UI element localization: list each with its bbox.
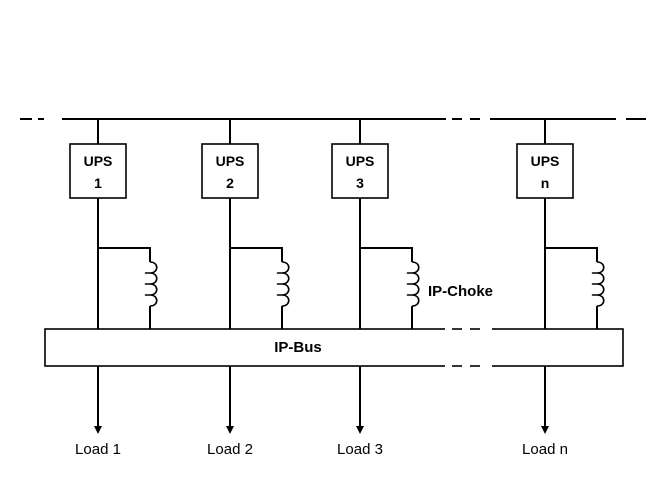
ip-bus: [44, 327, 624, 368]
choke-branch: [360, 247, 413, 262]
ups-box: [516, 143, 574, 199]
ups-number: 3: [356, 175, 364, 191]
choke-branch: [98, 247, 151, 262]
ups-number: n: [541, 175, 550, 191]
load-label: Load 2: [207, 441, 253, 458]
choke-branch: [545, 247, 598, 262]
ups-box: [201, 143, 259, 199]
choke-branch: [230, 247, 283, 262]
ups-number: 2: [226, 175, 234, 191]
load-label: Load 1: [75, 441, 121, 458]
ups-label: UPS: [346, 153, 375, 169]
ups-label: UPS: [84, 153, 113, 169]
ip-choke-label: IP-Choke: [428, 283, 493, 300]
choke-coil-icon: [144, 261, 158, 307]
choke-coil-icon: [276, 261, 290, 307]
ups-label: UPS: [531, 153, 560, 169]
choke-coil-icon: [591, 261, 605, 307]
load-label: Load 3: [337, 441, 383, 458]
ip-bus-label: IP-Bus: [274, 339, 322, 356]
ups-number: 1: [94, 175, 102, 191]
choke-coil-icon: [406, 261, 420, 307]
load-label: Load n: [522, 441, 568, 458]
ups-label: UPS: [216, 153, 245, 169]
